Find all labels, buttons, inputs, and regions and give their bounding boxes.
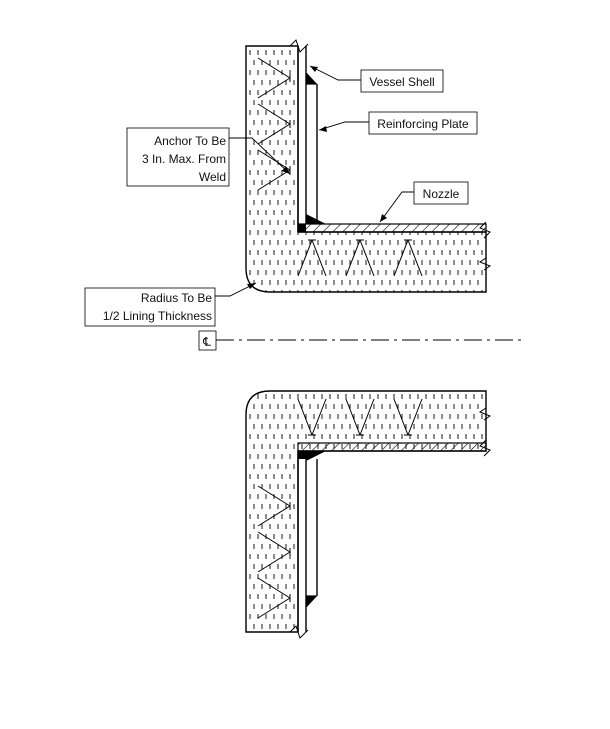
centerline: ℄	[198, 330, 526, 351]
anchor-label-line1: Anchor To Be	[154, 134, 226, 148]
centerline-symbol: ℄	[202, 335, 211, 349]
callout-vessel-shell: Vessel Shell	[309, 65, 444, 93]
callout-anchor: Anchor To Be 3 In. Max. From Weld	[126, 127, 291, 187]
radius-label-line2: 1/2 Lining Thickness	[103, 309, 212, 323]
reinforcing-plate-top	[298, 72, 326, 232]
nozzle-label: Nozzle	[423, 187, 460, 201]
reinforcing-plate-label: Reinforcing Plate	[377, 117, 469, 131]
nozzle-wall-top	[297, 221, 492, 271]
anchors-shell-bottom	[257, 485, 291, 619]
radius-label-line1: Radius To Be	[141, 291, 212, 305]
reinforcing-plate-bottom	[298, 451, 326, 608]
anchor-label-line2: 3 In. Max. From	[142, 152, 226, 166]
anchors-nozzle-top	[297, 239, 423, 277]
vessel-shell-label: Vessel Shell	[369, 75, 434, 89]
anchors-shell-top	[257, 57, 291, 191]
anchors-nozzle-bottom	[297, 398, 423, 436]
callout-reinforcing-plate: Reinforcing Plate	[318, 111, 478, 135]
anchor-label-line3: Weld	[199, 170, 226, 184]
callout-radius: Radius To Be 1/2 Lining Thickness	[84, 282, 257, 327]
callout-nozzle: Nozzle	[379, 181, 469, 223]
nozzle-wall-bottom	[297, 407, 492, 457]
